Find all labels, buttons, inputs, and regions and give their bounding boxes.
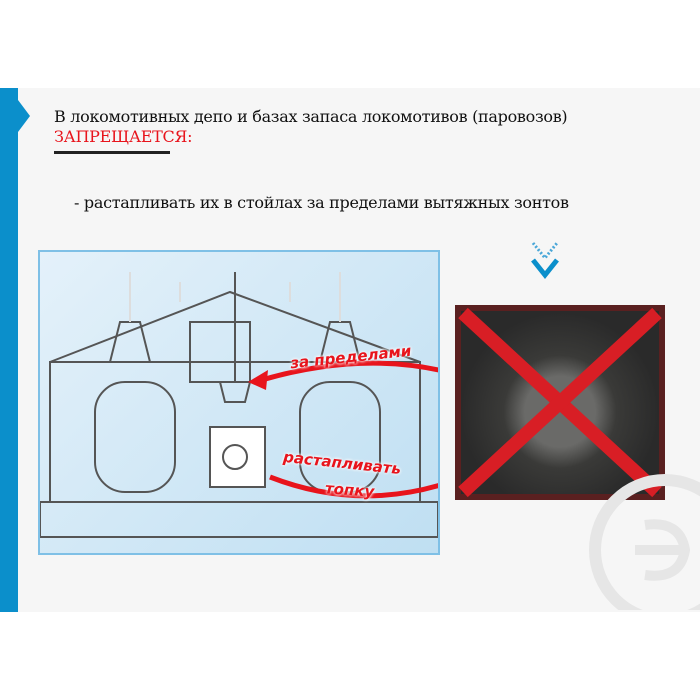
forbidden-heading: ЗАПРЕЩАЕТСЯ: (54, 127, 193, 146)
bullet-item: - растапливать их в стойлах за пределами… (74, 193, 569, 212)
depot-diagram (38, 250, 466, 555)
heading-underline (54, 151, 170, 154)
heading-line: В локомотивных депо и базах запаса локом… (54, 107, 568, 126)
logo-watermark-icon (589, 474, 700, 610)
arrow-firebox (269, 474, 451, 499)
depot-drawing (39, 272, 466, 538)
firebox-photo (455, 305, 665, 500)
chevron-down-icon (531, 242, 559, 280)
accent-notch (18, 100, 30, 132)
prohibited-cross-icon (458, 307, 662, 498)
label-firebox: топку (324, 479, 375, 501)
accent-sidebar (0, 88, 18, 612)
